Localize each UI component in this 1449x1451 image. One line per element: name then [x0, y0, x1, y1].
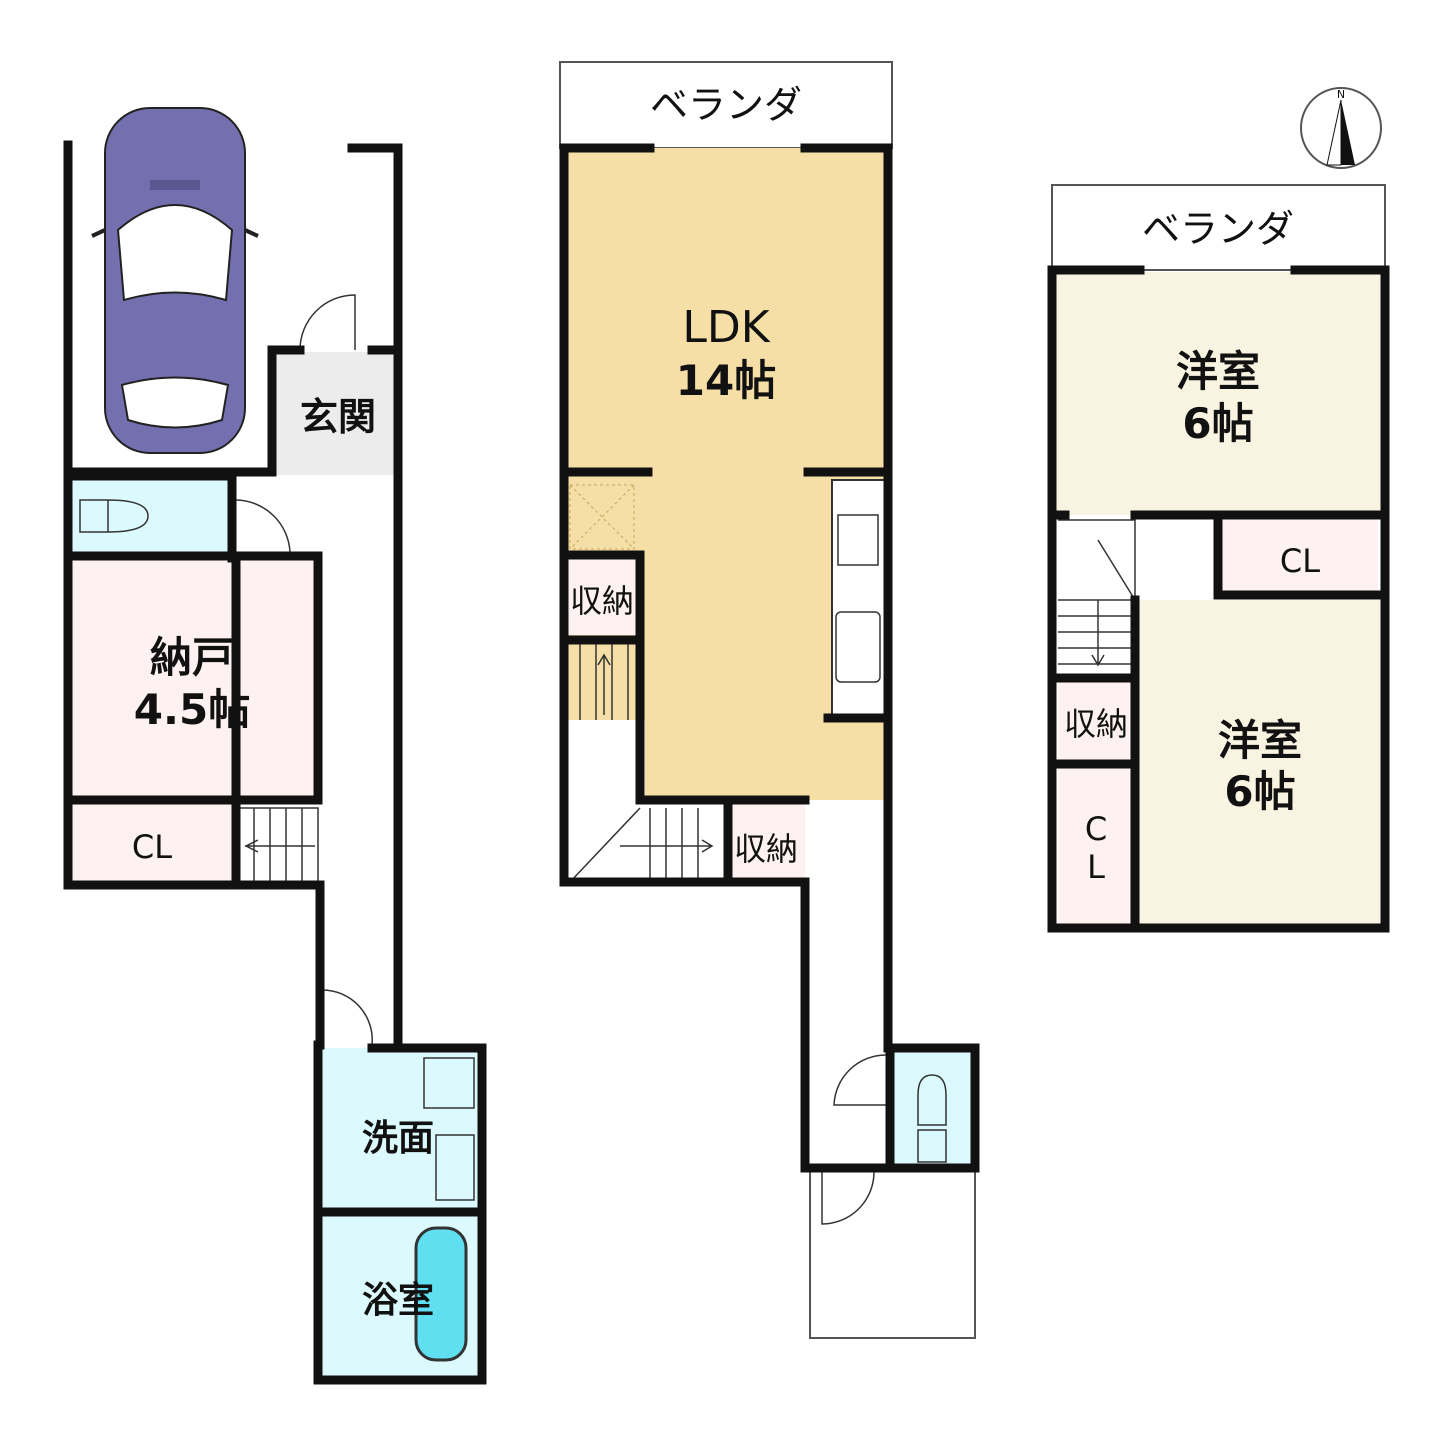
toilet-icon-2f	[917, 1074, 947, 1163]
ldk-label: LDK	[682, 302, 770, 353]
car-icon	[91, 107, 259, 454]
western-room-1	[1055, 272, 1380, 515]
washer-icon	[423, 1057, 475, 1109]
ldk-size: 14帖	[676, 356, 776, 405]
floor-1: 玄関 納戸 4.5帖 CL 洗面 浴室	[63, 107, 487, 1385]
closet-label-3f-1: CL	[1280, 542, 1320, 580]
storage-label-3f: 収納	[1064, 705, 1128, 743]
walls-2f	[559, 143, 980, 1173]
toilet-door-icon[interactable]	[235, 499, 291, 553]
floor-2: ベランダ LDK 14帖 収納 収納	[559, 61, 980, 1339]
storeroom-label: 納戸	[150, 633, 234, 682]
sink-icon	[435, 1134, 475, 1201]
storage-label-2f-2: 収納	[734, 830, 798, 868]
compass-north-label: N	[1337, 88, 1345, 101]
entrance-label: 玄関	[300, 395, 376, 439]
sink-icon-kitchen	[835, 611, 881, 683]
closet-label-3f-2a: C	[1085, 810, 1107, 848]
washroom	[318, 1048, 482, 1212]
western-room-2-label: 洋室	[1218, 716, 1302, 765]
storeroom	[72, 558, 318, 800]
storage-2f-1	[564, 555, 640, 635]
compass-icon: N	[1300, 87, 1382, 169]
bathtub-icon	[414, 1226, 468, 1362]
western-room-1-size: 6帖	[1182, 399, 1253, 448]
western-room-1-label: 洋室	[1176, 347, 1260, 396]
toilet-icon	[79, 499, 149, 533]
floor-3: ベランダ 洋室 6帖 CL 収納 洋室 6帖 C L	[1047, 184, 1390, 933]
closet-3f-2	[1058, 766, 1135, 924]
toilet-door-2f[interactable]	[833, 1054, 887, 1106]
stairs-1f	[237, 807, 319, 886]
balcony-door[interactable]	[821, 1171, 875, 1225]
western-room-2-size: 6帖	[1224, 767, 1295, 816]
storeroom-size: 4.5帖	[134, 685, 250, 734]
walls-3f	[1047, 265, 1390, 933]
toilet-room-2f	[890, 1048, 972, 1168]
veranda-label-2f: ベランダ	[650, 83, 802, 127]
veranda-label-3f: ベランダ	[1142, 207, 1294, 251]
bathroom-label: 浴室	[362, 1280, 434, 1321]
storage-label-2f-1: 収納	[570, 582, 634, 620]
closet-3f-1	[1220, 515, 1378, 598]
toilet-room-1f	[72, 480, 232, 552]
walls-1f	[63, 140, 487, 1385]
ldk-area	[564, 148, 888, 800]
closet-1f	[72, 800, 232, 885]
entrance-floor	[276, 352, 394, 475]
stove-icon	[837, 514, 879, 566]
stairs-3f	[1058, 519, 1136, 675]
storage-3f	[1058, 680, 1135, 762]
closet-label-1f: CL	[132, 828, 172, 866]
skylight-icon	[569, 484, 635, 550]
storage-2f-2	[728, 800, 805, 882]
western-room-2	[1135, 600, 1380, 925]
veranda-3f	[1051, 184, 1386, 271]
washroom-label: 洗面	[362, 1118, 434, 1159]
washroom-door-icon[interactable]	[321, 989, 373, 1046]
entrance-door-icon[interactable]	[299, 294, 356, 351]
closet-label-3f-2b: L	[1087, 848, 1105, 886]
balcony-2f	[809, 1167, 976, 1339]
